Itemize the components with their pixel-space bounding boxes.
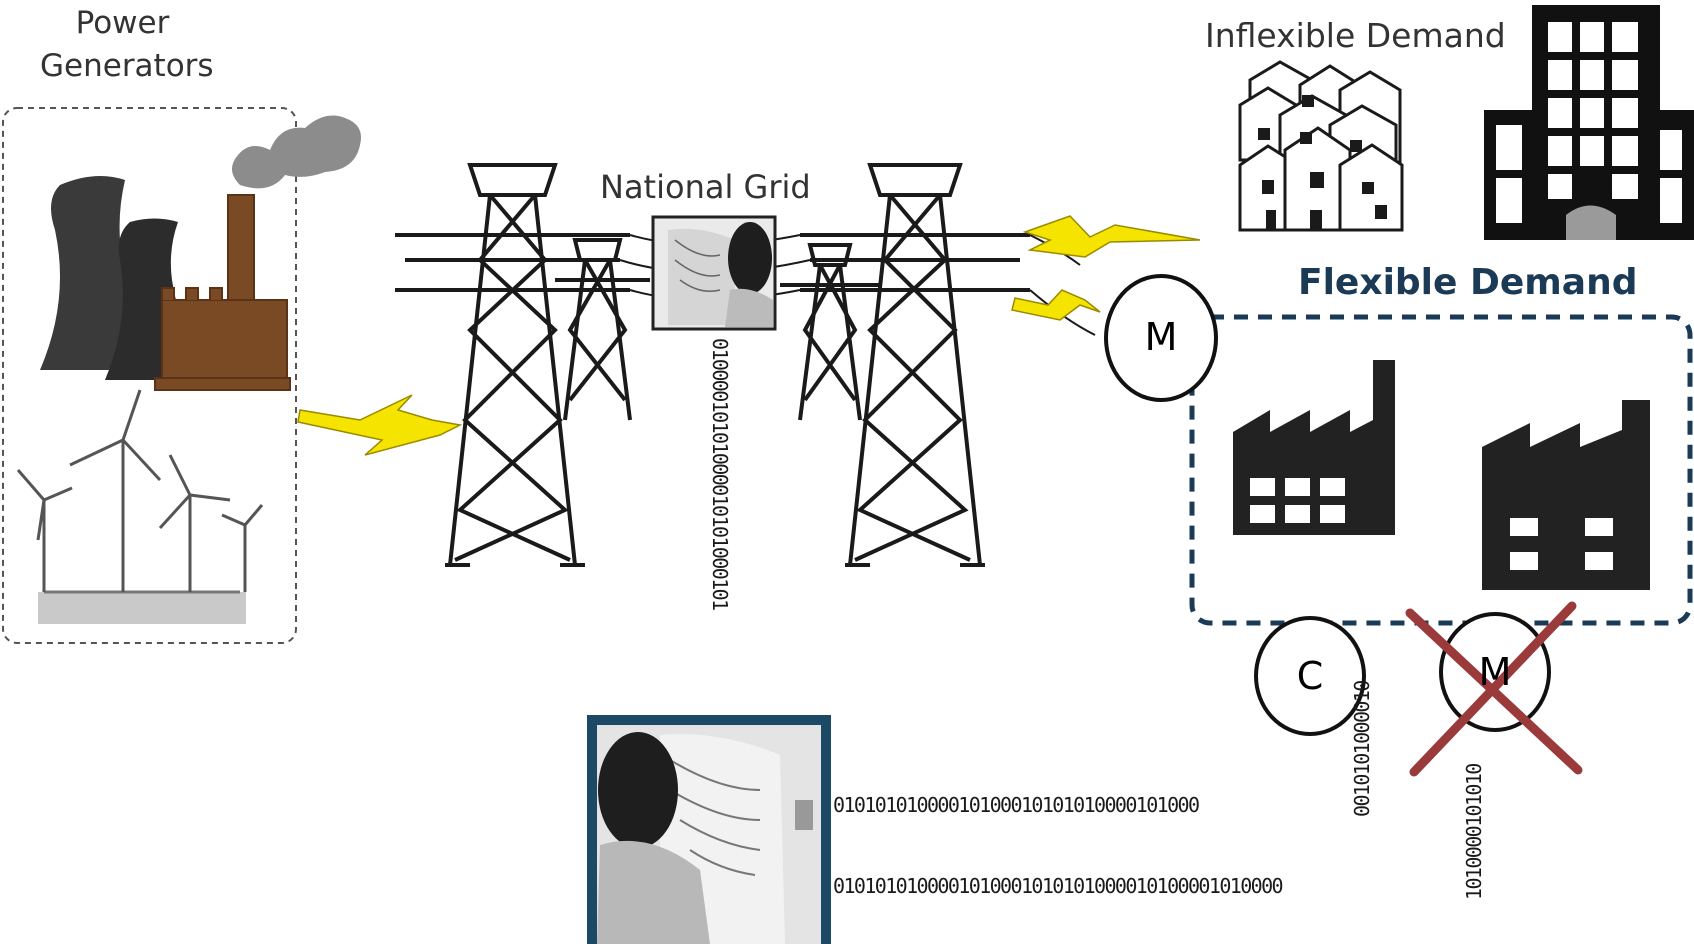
national-grid-label: National Grid <box>600 168 811 206</box>
inflexible-demand-label: Inflexible Demand <box>1205 16 1506 55</box>
bitstream-grid-vertical: 01000010101000010101000101 <box>708 338 732 610</box>
power-generators-label-line1: Power <box>75 5 170 41</box>
controller-circle <box>1254 616 1366 736</box>
lightning-icon <box>1022 215 1201 258</box>
bitstream-horizontal-bottom: 0101010100001010001010101000010100001010… <box>833 874 1284 898</box>
cross-icon <box>1405 601 1583 777</box>
controller-label: C <box>1296 654 1324 698</box>
meter-circle-crossed <box>1439 612 1551 732</box>
lightning-icon <box>1011 289 1101 321</box>
meter-label: M <box>1144 315 1178 359</box>
factory-chimney-icon <box>154 115 361 391</box>
houses-icon <box>1238 60 1404 232</box>
bitstream-right-vertical-a: 0010101000010 <box>1350 681 1374 817</box>
power-generators-label-line2: Generators <box>40 48 214 84</box>
factory-icon <box>1233 360 1395 535</box>
flexible-demand-box <box>1189 314 1693 626</box>
power-generators-label: Power Generators <box>40 2 214 88</box>
flexible-demand-label: Flexible Demand <box>1298 262 1638 303</box>
meter-circle <box>1104 274 1218 402</box>
office-building-icon <box>1484 5 1694 240</box>
bitstream-right-vertical-b: 1010000101010 <box>1462 764 1486 900</box>
bitstream-horizontal-top: 01010101000010100010101010000101000 <box>833 793 1200 817</box>
wind-turbine-icon <box>16 389 264 624</box>
generators-group-box <box>2 107 297 644</box>
operator-photo-icon <box>587 715 831 944</box>
operator-photo-icon <box>651 215 777 331</box>
factory-icon <box>1482 400 1650 590</box>
lightning-icon <box>297 394 463 456</box>
meter-crossed-label: M <box>1478 650 1512 694</box>
